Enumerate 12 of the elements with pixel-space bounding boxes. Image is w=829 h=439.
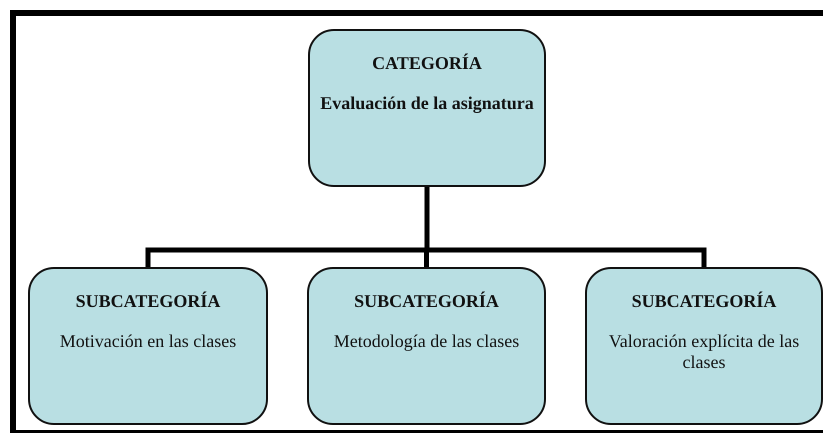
description-text: Valoración explícita de las clases <box>608 330 800 374</box>
description-text: Motivación en las clases <box>60 330 236 352</box>
heading-text: SUBCATEGORÍA <box>354 291 499 313</box>
heading-text: SUBCATEGORÍA <box>76 291 220 313</box>
category-box <box>308 29 546 187</box>
category-box <box>28 267 268 425</box>
category-box <box>585 267 823 425</box>
category-box <box>307 267 546 425</box>
heading-text: SUBCATEGORÍA <box>632 291 776 313</box>
description-text: Metodología de las clases <box>334 330 520 352</box>
heading-text: CATEGORÍA <box>372 53 482 75</box>
description-text: Evaluación de la asignatura <box>320 92 534 114</box>
